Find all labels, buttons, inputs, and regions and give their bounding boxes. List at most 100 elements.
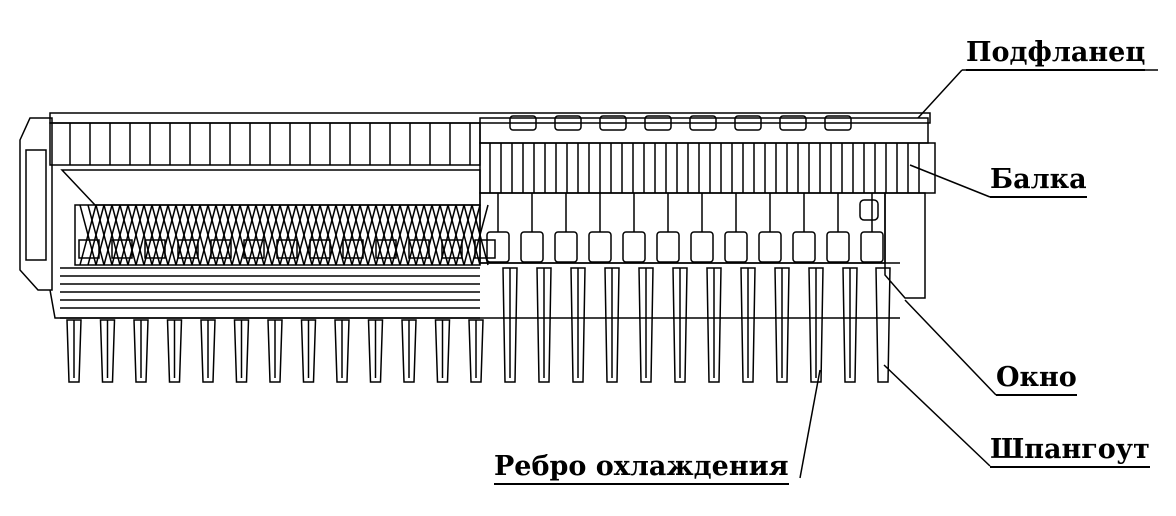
mesh-line-b xyxy=(167,204,185,266)
mesh-line-b xyxy=(255,204,273,266)
mesh-line-b xyxy=(263,204,281,266)
mesh-line-b xyxy=(183,204,201,266)
cooling-fin-left xyxy=(133,319,149,383)
cooling-fin-right xyxy=(638,267,654,383)
mesh-line-b xyxy=(143,204,161,266)
cooling-fin-right xyxy=(536,267,552,383)
mesh-line-b xyxy=(239,204,257,266)
rib-window xyxy=(758,231,782,263)
cooling-fin-left xyxy=(99,319,116,383)
rib-window xyxy=(520,231,544,263)
mesh-line-b xyxy=(407,204,425,266)
mesh-line-b xyxy=(447,204,465,266)
mesh-line-b xyxy=(415,204,433,266)
left-end-cap xyxy=(19,117,53,291)
beam-clip xyxy=(779,115,807,131)
lower-left-rail xyxy=(49,289,480,319)
mesh-line-b xyxy=(79,204,97,266)
mesh-window xyxy=(78,239,100,259)
label-okno: Окно xyxy=(996,363,1077,396)
mesh-line-b xyxy=(303,204,321,266)
beam-clip xyxy=(734,115,762,131)
mesh-line-b xyxy=(247,204,265,266)
cooling-fin-right xyxy=(502,267,518,383)
leader-balka xyxy=(909,164,991,198)
rib-window xyxy=(622,231,646,263)
rib-window xyxy=(588,231,612,263)
window-latch xyxy=(859,199,879,221)
leader-podflanets xyxy=(917,69,963,119)
rib-window xyxy=(554,231,578,263)
assembly-body xyxy=(19,112,936,383)
beam-clip xyxy=(689,115,717,131)
beam-clip xyxy=(509,115,537,131)
label-rebro: Ребро охлаждения xyxy=(494,452,789,485)
cooling-fin-left xyxy=(468,319,484,383)
leader-okno xyxy=(904,299,997,396)
cooling-fin-left xyxy=(367,319,384,383)
mesh-line-b xyxy=(455,204,473,266)
mesh-line-b xyxy=(311,204,329,266)
cooling-fin-right xyxy=(672,267,688,383)
mesh-line-b xyxy=(199,204,217,266)
label-balka: Балка xyxy=(990,165,1087,198)
mesh-window xyxy=(243,239,265,259)
mesh-window xyxy=(375,239,397,259)
rib-window xyxy=(656,231,680,263)
mesh-line-b xyxy=(87,204,105,266)
cooling-fin-left xyxy=(300,319,317,383)
beam-clip xyxy=(554,115,582,131)
mesh-line-b xyxy=(335,204,353,266)
mesh-line-b xyxy=(159,204,177,266)
cooling-fin-left xyxy=(66,319,82,383)
mesh-line-b xyxy=(271,204,289,266)
mesh-line-b xyxy=(463,204,481,266)
mesh-window xyxy=(474,239,496,259)
mesh-line-b xyxy=(319,204,337,266)
left-sloped-plate xyxy=(60,169,481,206)
mesh-line-b xyxy=(215,204,233,266)
beam-balka xyxy=(479,142,936,194)
mesh-line-b xyxy=(391,204,409,266)
mesh-window xyxy=(408,239,430,259)
rib-window xyxy=(690,231,714,263)
mesh-line-b xyxy=(431,204,449,266)
cooling-fin-left xyxy=(166,319,183,383)
mesh-line-b xyxy=(343,204,361,266)
cooling-fin-right xyxy=(808,267,824,383)
callout-leaders xyxy=(799,69,1158,479)
mesh-line-b xyxy=(127,204,145,266)
left-cap-plate xyxy=(25,149,47,261)
cooling-fin-left xyxy=(267,319,283,383)
mesh-window xyxy=(177,239,199,259)
leader-rebro xyxy=(799,369,821,479)
mesh-line-b xyxy=(423,204,441,266)
rib-window xyxy=(826,231,850,263)
mesh-window xyxy=(342,239,364,259)
cooling-fin-left xyxy=(233,319,250,383)
cooling-fin-right xyxy=(842,267,858,383)
mesh-line-b xyxy=(223,204,241,266)
mesh-window xyxy=(441,239,463,259)
mesh-line-b xyxy=(399,204,417,266)
top-flange-rail xyxy=(49,112,931,124)
cooling-fin-left xyxy=(334,319,350,383)
leader-shpangout xyxy=(883,364,991,467)
cooling-fin-right xyxy=(740,267,756,383)
label-podflanets: Подфланец xyxy=(966,38,1146,71)
mesh-line-b xyxy=(103,204,121,266)
beam-clip xyxy=(644,115,672,131)
mesh-line-b xyxy=(119,204,137,266)
mesh-line-b xyxy=(295,204,313,266)
cooling-fin-right xyxy=(774,267,790,383)
right-rib-zone xyxy=(479,192,886,264)
mesh-line-b xyxy=(351,204,369,266)
beam-clip xyxy=(599,115,627,131)
left-top-frame xyxy=(49,122,481,166)
beam-clip xyxy=(824,115,852,131)
mesh-window xyxy=(144,239,166,259)
mesh-window xyxy=(276,239,298,259)
mesh-window xyxy=(210,239,232,259)
mesh-line-b xyxy=(111,204,129,266)
